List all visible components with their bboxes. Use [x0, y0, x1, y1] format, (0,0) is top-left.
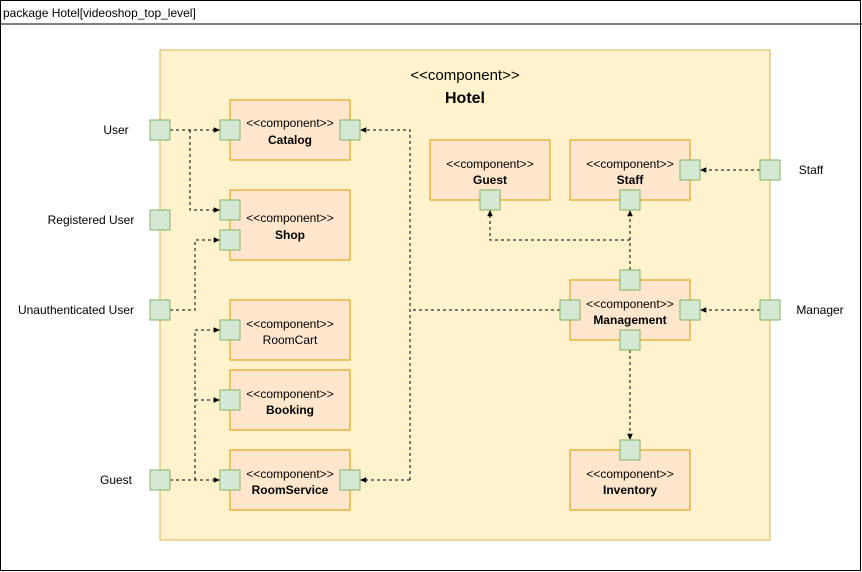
port-roomcart-in[interactable]	[219, 319, 241, 341]
port-management-right[interactable]	[679, 299, 701, 321]
component-name: RoomCart	[263, 333, 318, 347]
port-inventory-top[interactable]	[619, 439, 641, 461]
component-name: Inventory	[603, 483, 657, 497]
component-name: Staff	[617, 173, 645, 187]
component-stereotype: <<component>>	[246, 211, 333, 225]
port-management-left[interactable]	[559, 299, 581, 321]
component-name: Guest	[473, 173, 507, 187]
connector-guest-roomcart	[194, 327, 220, 480]
component-shop[interactable]: <<component>> Shop	[229, 189, 351, 261]
component-catalog[interactable]: <<component>> Catalog	[229, 99, 351, 161]
label-manager: Manager	[796, 303, 843, 317]
port-catalog-in[interactable]	[219, 119, 241, 141]
component-stereotype: <<component>>	[586, 297, 673, 311]
port-staff-bottom[interactable]	[619, 189, 641, 211]
connector-management-guest	[487, 210, 631, 270]
label-guest: Guest	[100, 473, 133, 487]
ports	[149, 119, 781, 491]
connector-unauth-shop	[170, 237, 220, 311]
outer-component-stereotype: <<component>>	[410, 67, 519, 84]
component-stereotype: <<component>>	[586, 467, 673, 481]
port-roomservice-out[interactable]	[339, 469, 361, 491]
port-guest-external[interactable]	[149, 469, 171, 491]
component-name: RoomService	[252, 483, 329, 497]
port-staff-external[interactable]	[759, 159, 781, 181]
port-booking-in[interactable]	[219, 389, 241, 411]
port-shop-in-1[interactable]	[219, 199, 241, 221]
label-user: User	[103, 123, 128, 137]
connectors	[170, 127, 760, 483]
port-catalog-out[interactable]	[339, 119, 361, 141]
component-stereotype: <<component>>	[446, 157, 533, 171]
port-management-bottom[interactable]	[619, 329, 641, 351]
package-title: package Hotel[videoshop_top_level]	[3, 6, 196, 20]
component-roomcart[interactable]: <<component>> RoomCart	[229, 299, 351, 361]
component-name: Shop	[275, 228, 305, 242]
label-registered-user: Registered User	[48, 213, 135, 227]
connector-user-shop	[189, 130, 220, 213]
component-stereotype: <<component>>	[246, 467, 333, 481]
label-unauthenticated-user: Unauthenticated User	[18, 303, 134, 317]
port-guest-component[interactable]	[479, 189, 501, 211]
component-name: Booking	[266, 403, 314, 417]
connector-bus-catalog	[360, 127, 411, 480]
port-user[interactable]	[149, 119, 171, 141]
component-name: Catalog	[268, 133, 312, 147]
port-unauthenticated-user[interactable]	[149, 299, 171, 321]
component-stereotype: <<component>>	[246, 317, 333, 331]
port-registered-user[interactable]	[149, 209, 171, 231]
component-stereotype: <<component>>	[246, 116, 333, 130]
component-roomservice[interactable]: <<component>> RoomService	[229, 449, 351, 511]
label-staff: Staff	[799, 163, 824, 177]
component-stereotype: <<component>>	[586, 157, 673, 171]
outer-component-name: Hotel	[445, 90, 485, 107]
port-staff-right[interactable]	[679, 159, 701, 181]
port-roomservice-in[interactable]	[219, 469, 241, 491]
port-shop-in-2[interactable]	[219, 229, 241, 251]
component-stereotype: <<component>>	[246, 387, 333, 401]
component-name: Management	[593, 313, 666, 327]
port-management-top[interactable]	[619, 269, 641, 291]
component-booking[interactable]: <<component>> Booking	[229, 369, 351, 431]
port-manager[interactable]	[759, 299, 781, 321]
